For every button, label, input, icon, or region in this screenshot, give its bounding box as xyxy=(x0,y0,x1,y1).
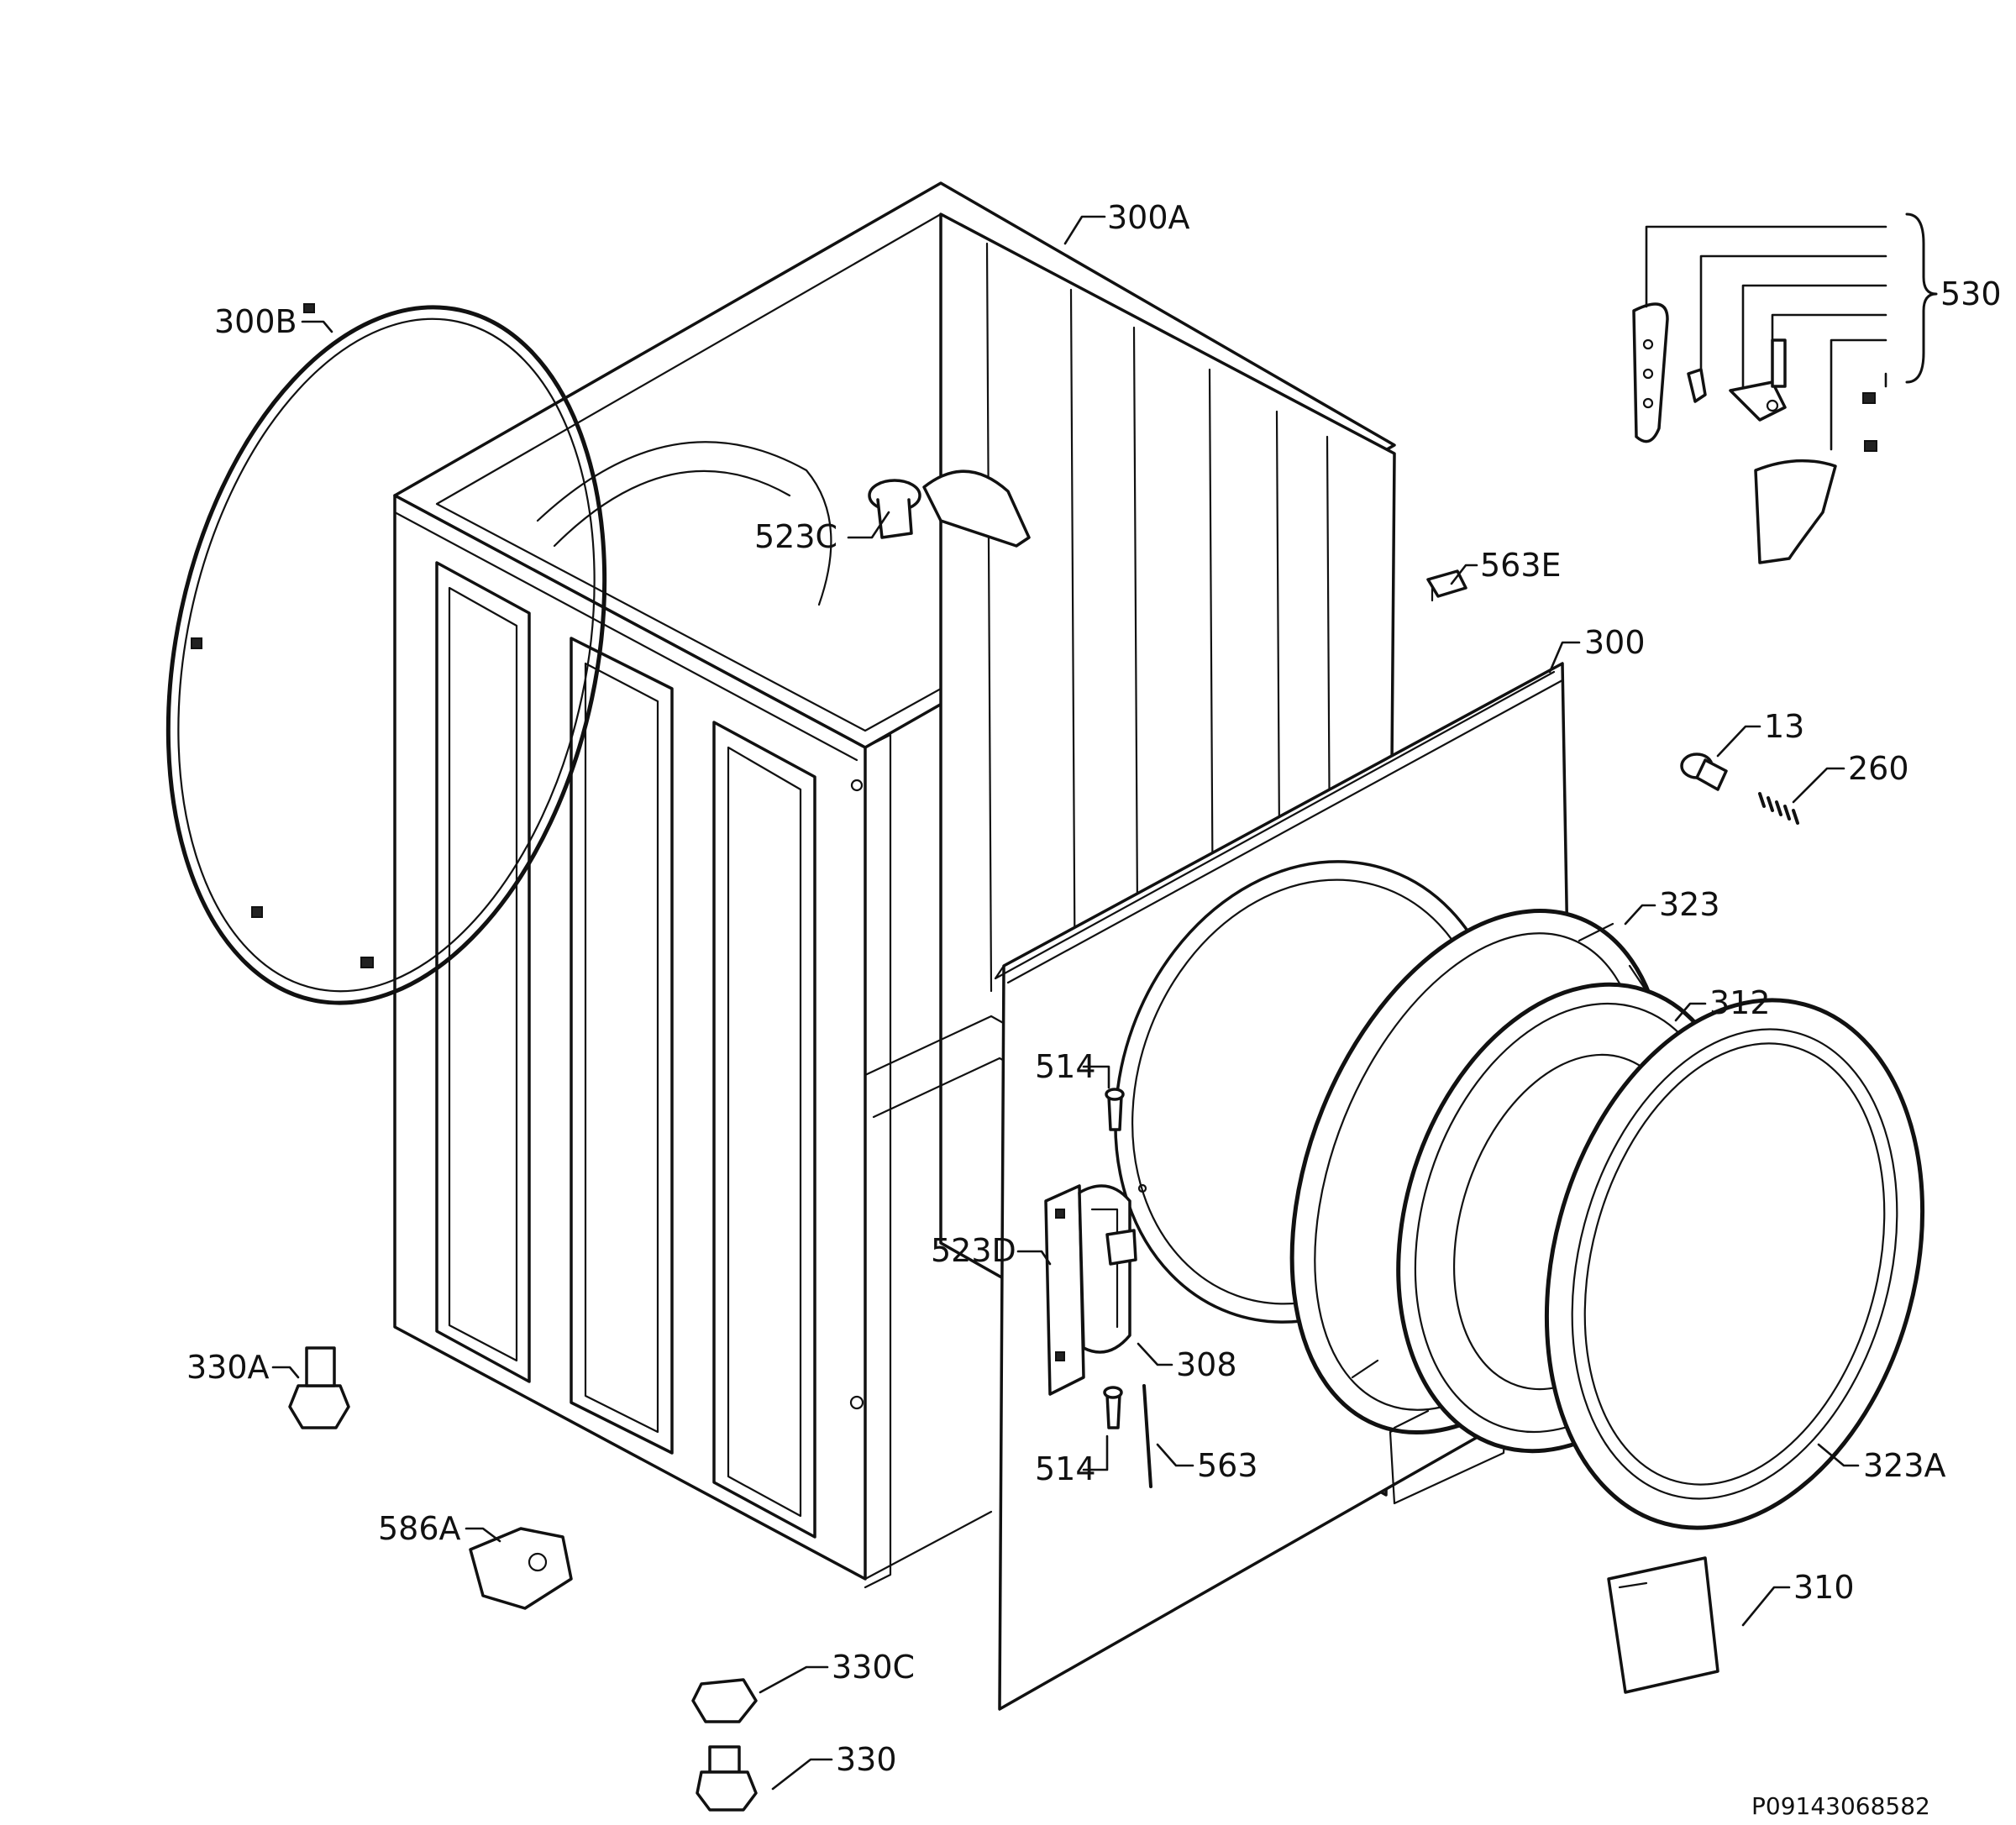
door-outer-ring-323A xyxy=(1544,998,1925,1530)
flap-310 xyxy=(1607,1556,1719,1694)
label-330A: 330A xyxy=(186,1349,270,1386)
door-hinge-523D xyxy=(1044,1184,1085,1396)
label-323A: 323A xyxy=(1863,1447,1946,1484)
hose-clip-523C xyxy=(868,469,1031,548)
label-300A: 300A xyxy=(1107,199,1190,236)
label-563E: 563E xyxy=(1480,547,1562,584)
label-312: 312 xyxy=(1709,984,1771,1021)
reference-code: P09143068582 xyxy=(1751,1792,1930,1820)
side-emboss-2 xyxy=(570,637,674,1455)
part-labels: 300A 300B 523C 563E 300 530 13 260 323 3… xyxy=(186,199,2002,1820)
foot-330A xyxy=(288,1346,350,1429)
label-260: 260 xyxy=(1848,750,1909,787)
bushing-13 xyxy=(1680,753,1728,791)
side-emboss-3 xyxy=(712,721,816,1539)
label-563: 563 xyxy=(1197,1447,1258,1484)
label-308: 308 xyxy=(1176,1346,1237,1383)
spring-260 xyxy=(1758,792,1799,825)
screw-514-top xyxy=(1105,1088,1125,1131)
side-emboss-1 xyxy=(435,561,531,1383)
label-523C: 523C xyxy=(754,518,837,555)
label-330C: 330C xyxy=(832,1649,915,1686)
part-586A xyxy=(469,1527,573,1610)
label-310: 310 xyxy=(1793,1569,1855,1606)
label-523D: 523D xyxy=(931,1232,1016,1269)
label-330: 330 xyxy=(836,1741,897,1778)
label-514-top: 514 xyxy=(1035,1048,1096,1085)
leader-lines xyxy=(271,212,1938,1791)
foot-330 xyxy=(696,1745,758,1812)
label-13: 13 xyxy=(1764,708,1804,745)
label-530: 530 xyxy=(1940,275,2002,312)
label-300B: 300B xyxy=(214,303,297,340)
label-586A: 586A xyxy=(378,1510,461,1547)
gasket-ring-300B xyxy=(165,303,607,1005)
label-514-bottom: 514 xyxy=(1035,1450,1096,1487)
screw-514-bottom xyxy=(1103,1386,1123,1429)
lock-assembly-530 xyxy=(1632,302,1877,564)
hinge-308 xyxy=(1078,1184,1137,1354)
pin-563 xyxy=(1142,1384,1152,1488)
foot-330C xyxy=(691,1678,758,1723)
part-563E xyxy=(1426,569,1467,602)
label-300: 300 xyxy=(1584,624,1646,661)
label-323: 323 xyxy=(1659,886,1720,923)
